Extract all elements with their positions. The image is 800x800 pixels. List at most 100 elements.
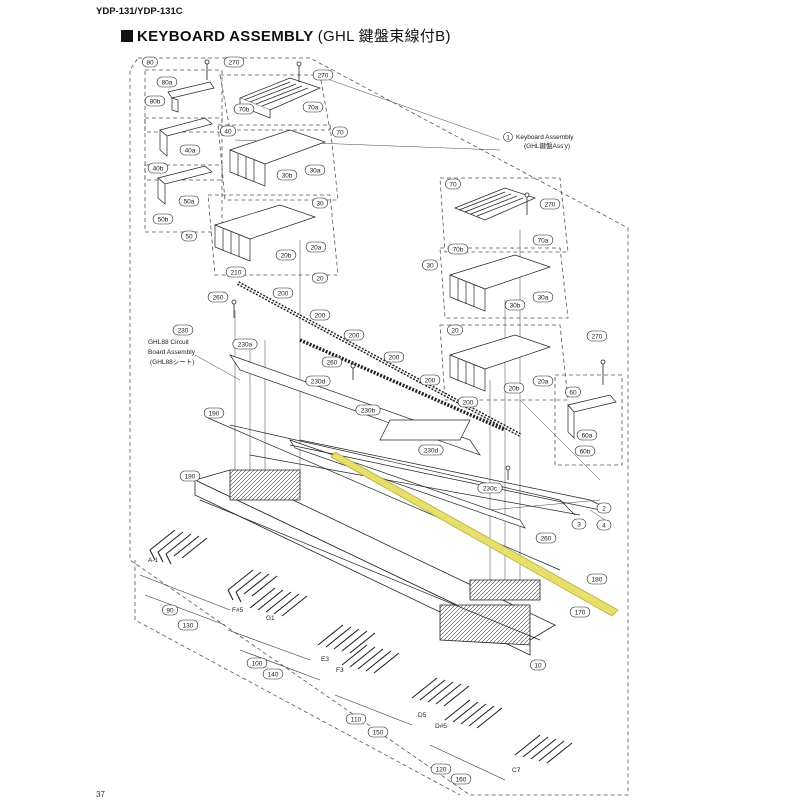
highlighted-rail — [330, 451, 619, 617]
callout-label: 70a — [538, 237, 549, 244]
callout-260: 260 — [321, 356, 343, 368]
callout-30b: 30b — [276, 169, 298, 181]
callout-90: 90 — [162, 604, 178, 616]
callout-50a: 50a — [178, 195, 200, 207]
note-label-G1: G1 — [266, 615, 275, 622]
callout-label: 40a — [185, 147, 196, 154]
callout-20a: 20a — [305, 241, 327, 253]
model-name: YDP-131/YDP-131C — [96, 6, 183, 17]
callout-label: 20b — [509, 385, 520, 392]
callout-30a: 30a — [304, 164, 326, 176]
callout-label: 10 — [534, 662, 542, 669]
note-label-F3: F3 — [336, 667, 344, 674]
callout-20: 20 — [312, 272, 328, 284]
callout-170: 170 — [569, 606, 591, 618]
callout-270: 270 — [312, 69, 334, 81]
callout-70: 70 — [332, 126, 348, 138]
keyboard-assembly-en: Keyboard Assembly — [516, 134, 574, 141]
callout-label: 200 — [425, 377, 436, 384]
callout-label: 200 — [315, 312, 326, 319]
callout-label: 230d — [311, 378, 326, 385]
callout-label: 120 — [436, 766, 447, 773]
circuit-board-en-1: GHL88 Circuit — [148, 339, 189, 346]
group-brackets — [139, 574, 506, 781]
hammer-sets — [149, 529, 573, 764]
callout-label: 140 — [268, 671, 279, 678]
callout-20a: 20a — [532, 375, 554, 387]
callout-20b: 20b — [275, 249, 297, 261]
callout-label: 270 — [545, 201, 556, 208]
note-label-D#5: D#5 — [435, 723, 447, 730]
title-subtitle: (GHL 鍵盤束線付B) — [317, 28, 451, 45]
callout-200: 200 — [419, 374, 441, 386]
callout-label: 260 — [213, 294, 224, 301]
callout-label: 70 — [449, 181, 457, 188]
callout-label: 260 — [541, 535, 552, 542]
callout-80b: 80b — [144, 95, 166, 107]
callout-label: 180 — [592, 576, 603, 583]
callout-210: 210 — [225, 266, 247, 278]
title-bullet-icon — [121, 30, 133, 42]
callout-label: 150 — [373, 729, 384, 736]
note-label-D5: D5 — [418, 712, 427, 719]
callout-label: 270 — [229, 59, 240, 66]
callout-label: 20a — [311, 244, 322, 251]
callout-label: 170 — [575, 609, 586, 616]
callout-150: 150 — [367, 726, 389, 738]
callout-label: 200 — [278, 290, 289, 297]
callout-4: 4 — [596, 519, 612, 531]
callout-label: 80a — [162, 79, 173, 86]
callout-230c: 230c — [477, 482, 503, 494]
callout-label: 230 — [178, 327, 189, 334]
callout-label: 30 — [316, 200, 324, 207]
callout-label: 230b — [361, 407, 376, 414]
callout-120: 120 — [430, 763, 452, 775]
callout-80a: 80a — [156, 76, 178, 88]
callout-60b: 60b — [574, 445, 596, 457]
callout-label: 30b — [282, 172, 293, 179]
callout-60a: 60a — [576, 429, 598, 441]
callout-label: 190 — [209, 410, 220, 417]
callout-label: 40 — [224, 128, 232, 135]
callout-label: 160 — [456, 776, 467, 783]
callout-30: 30 — [422, 259, 438, 271]
callout-label: 20 — [451, 327, 459, 334]
callout-label: 70b — [453, 246, 464, 253]
callout-label: 100 — [252, 660, 263, 667]
callout-label: 200 — [463, 399, 474, 406]
callout-label: 230a — [238, 341, 253, 348]
callout-70: 70 — [445, 178, 461, 190]
callout-70b: 70b — [233, 103, 255, 115]
callout-label: 60b — [580, 448, 591, 455]
callout-label: 90 — [166, 607, 174, 614]
callout-50: 50 — [181, 230, 197, 242]
callout-40a: 40a — [179, 144, 201, 156]
callout-label: 60a — [582, 432, 593, 439]
callout-180: 180 — [586, 573, 608, 585]
callout-50b: 50b — [152, 213, 174, 225]
callout-230a: 230a — [232, 338, 258, 350]
callout-label: 80b — [150, 98, 161, 105]
callout-200: 200 — [457, 396, 479, 408]
felt-strip — [237, 281, 521, 437]
callout-140: 140 — [262, 668, 284, 680]
callout-2: 2 — [596, 502, 612, 514]
callout-label: 30b — [510, 302, 521, 309]
callout-label: 110 — [351, 716, 362, 723]
callout-200: 200 — [272, 287, 294, 299]
callout-label: 200 — [389, 354, 400, 361]
callout-200: 200 — [383, 351, 405, 363]
callout-70a: 70a — [532, 234, 554, 246]
callout-label: 20 — [316, 275, 324, 282]
callout-200: 200 — [309, 309, 331, 321]
callout-label: 270 — [592, 333, 603, 340]
callout-3: 3 — [571, 518, 587, 530]
callout-label: 270 — [318, 72, 329, 79]
circuit-board-en-2: Board Assembly — [148, 349, 196, 356]
callout-label: 30 — [426, 262, 434, 269]
callout-30b: 30b — [504, 299, 526, 311]
key-modules — [157, 77, 617, 439]
callout-label: 130 — [183, 622, 194, 629]
circuit-board-note: GHL88 Circuit Board Assembly (GHL88シート) — [148, 339, 196, 366]
